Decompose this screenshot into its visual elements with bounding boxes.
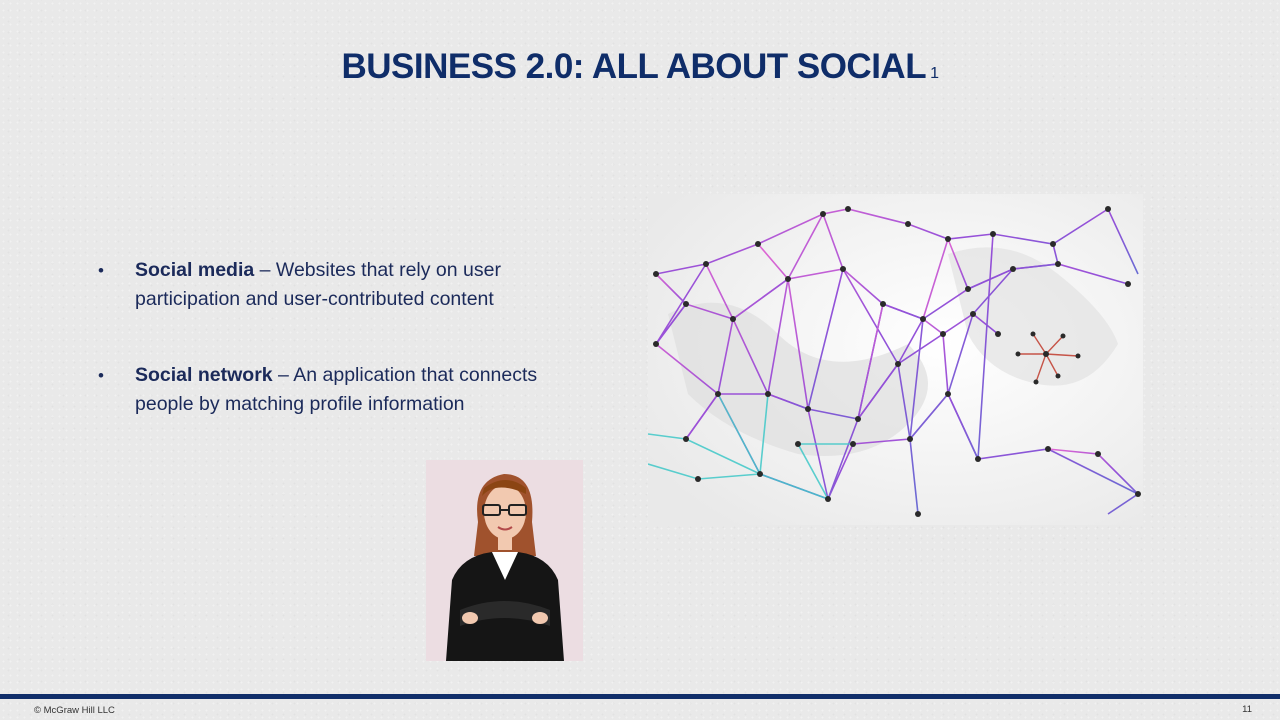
bullet-item: • Social network – An application that co… bbox=[98, 361, 568, 419]
bullet-item: • Social media – Websites that rely on us… bbox=[98, 256, 568, 314]
bullet-dot: • bbox=[98, 366, 104, 385]
bullet-term: Social media bbox=[135, 259, 255, 281]
footer-copyright: © McGraw Hill LLC bbox=[34, 705, 115, 716]
bullet-dot: • bbox=[98, 261, 104, 280]
network-map-icon bbox=[648, 194, 1143, 525]
page-number: 11 bbox=[1242, 704, 1252, 715]
bullet-definition: – Websites that rely on user participati… bbox=[135, 259, 501, 310]
network-map-image bbox=[648, 194, 1143, 525]
presenter-avatar bbox=[426, 460, 583, 661]
bullet-term: Social network bbox=[135, 364, 273, 386]
bullet-definition: – An application that connects people by… bbox=[135, 364, 538, 415]
slide-title-superscript: 1 bbox=[930, 65, 939, 82]
footer-divider bbox=[0, 694, 1280, 699]
presenter-avatar-icon bbox=[446, 474, 564, 661]
slide-title-text: BUSINESS 2.0: ALL ABOUT SOCIAL bbox=[341, 47, 927, 86]
bullet-list: • Social media – Websites that rely on us… bbox=[98, 256, 568, 466]
